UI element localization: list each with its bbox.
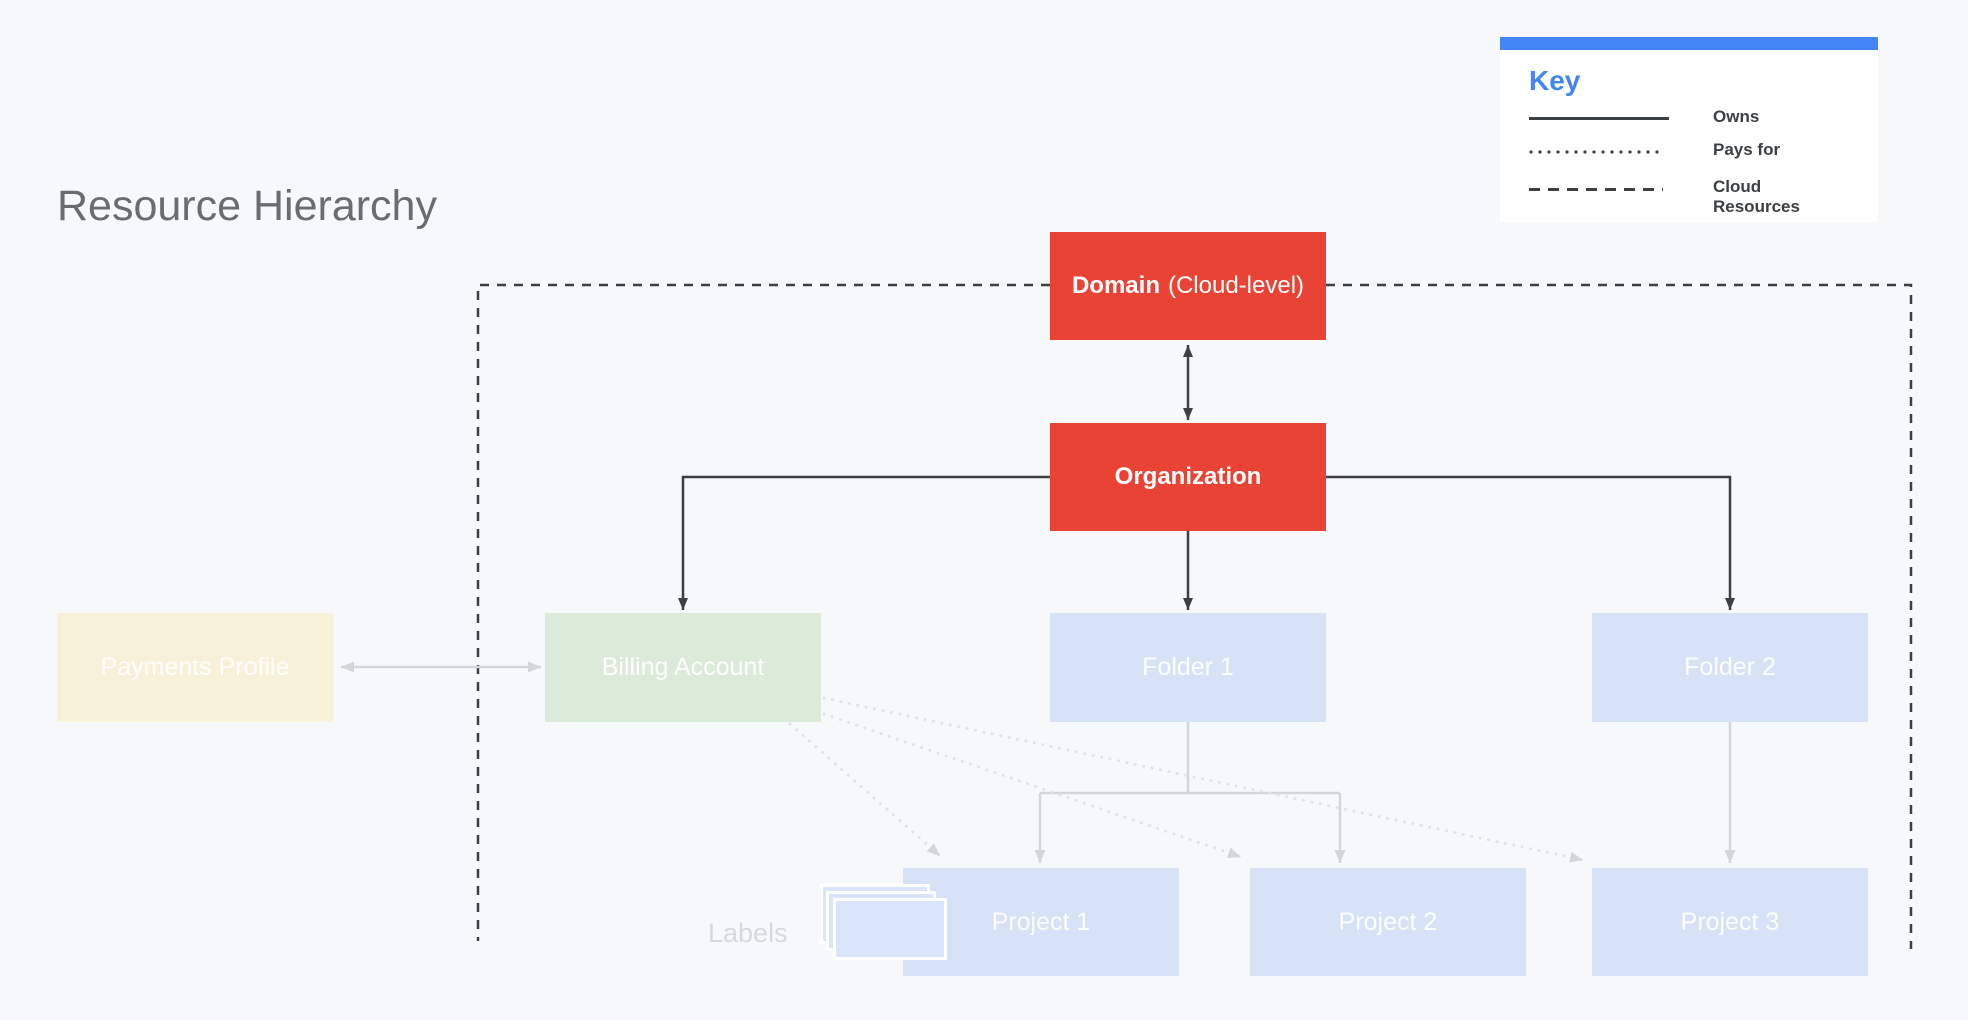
edge-billing-pays-project3	[822, 696, 1585, 863]
page-title: Resource Hierarchy	[57, 182, 437, 230]
legend-solid-line-sample	[1529, 117, 1669, 120]
node-project-1: Project 1	[903, 868, 1179, 976]
node-billing-account: Billing Account	[545, 613, 821, 722]
edge-billing-pays-project2	[822, 712, 1243, 859]
node-project-3: Project 3	[1592, 868, 1868, 976]
legend-label-owns: Owns	[1713, 107, 1760, 126]
legend-panel: Key Owns Pays for Cloud Resources	[1500, 37, 1878, 222]
node-domain-label-rest: (Cloud-level)	[1167, 272, 1305, 299]
edge-org-to-billing	[678, 475, 1050, 610]
node-payments-profile: Payments Profile	[57, 613, 333, 722]
node-folder-2: Folder 2	[1592, 613, 1868, 722]
legend-title: Key	[1529, 65, 1581, 96]
pays-for-connectors	[788, 696, 1585, 863]
legend-label-cloud-resources: Cloud Resources	[1713, 177, 1800, 216]
labels-card-front	[833, 898, 947, 960]
legend-top-bar	[1500, 37, 1878, 50]
edge-org-to-folder2	[1326, 475, 1735, 610]
node-domain: Domain (Cloud-level)	[1050, 232, 1326, 340]
labels-caption: Labels	[708, 918, 788, 948]
node-domain-label-bold: Domain	[1071, 272, 1160, 299]
node-folder-1: Folder 1	[1050, 613, 1326, 722]
edge-billing-pays-project1	[788, 722, 942, 858]
node-project-2: Project 2	[1250, 868, 1526, 976]
legend-label-pays-for: Pays for	[1713, 140, 1781, 159]
legend-dotted-line-sample	[1529, 150, 1661, 154]
node-organization: Organization	[1050, 423, 1326, 531]
labels-stack-icon	[820, 884, 950, 964]
legend-dashed-line-sample	[1529, 188, 1663, 191]
